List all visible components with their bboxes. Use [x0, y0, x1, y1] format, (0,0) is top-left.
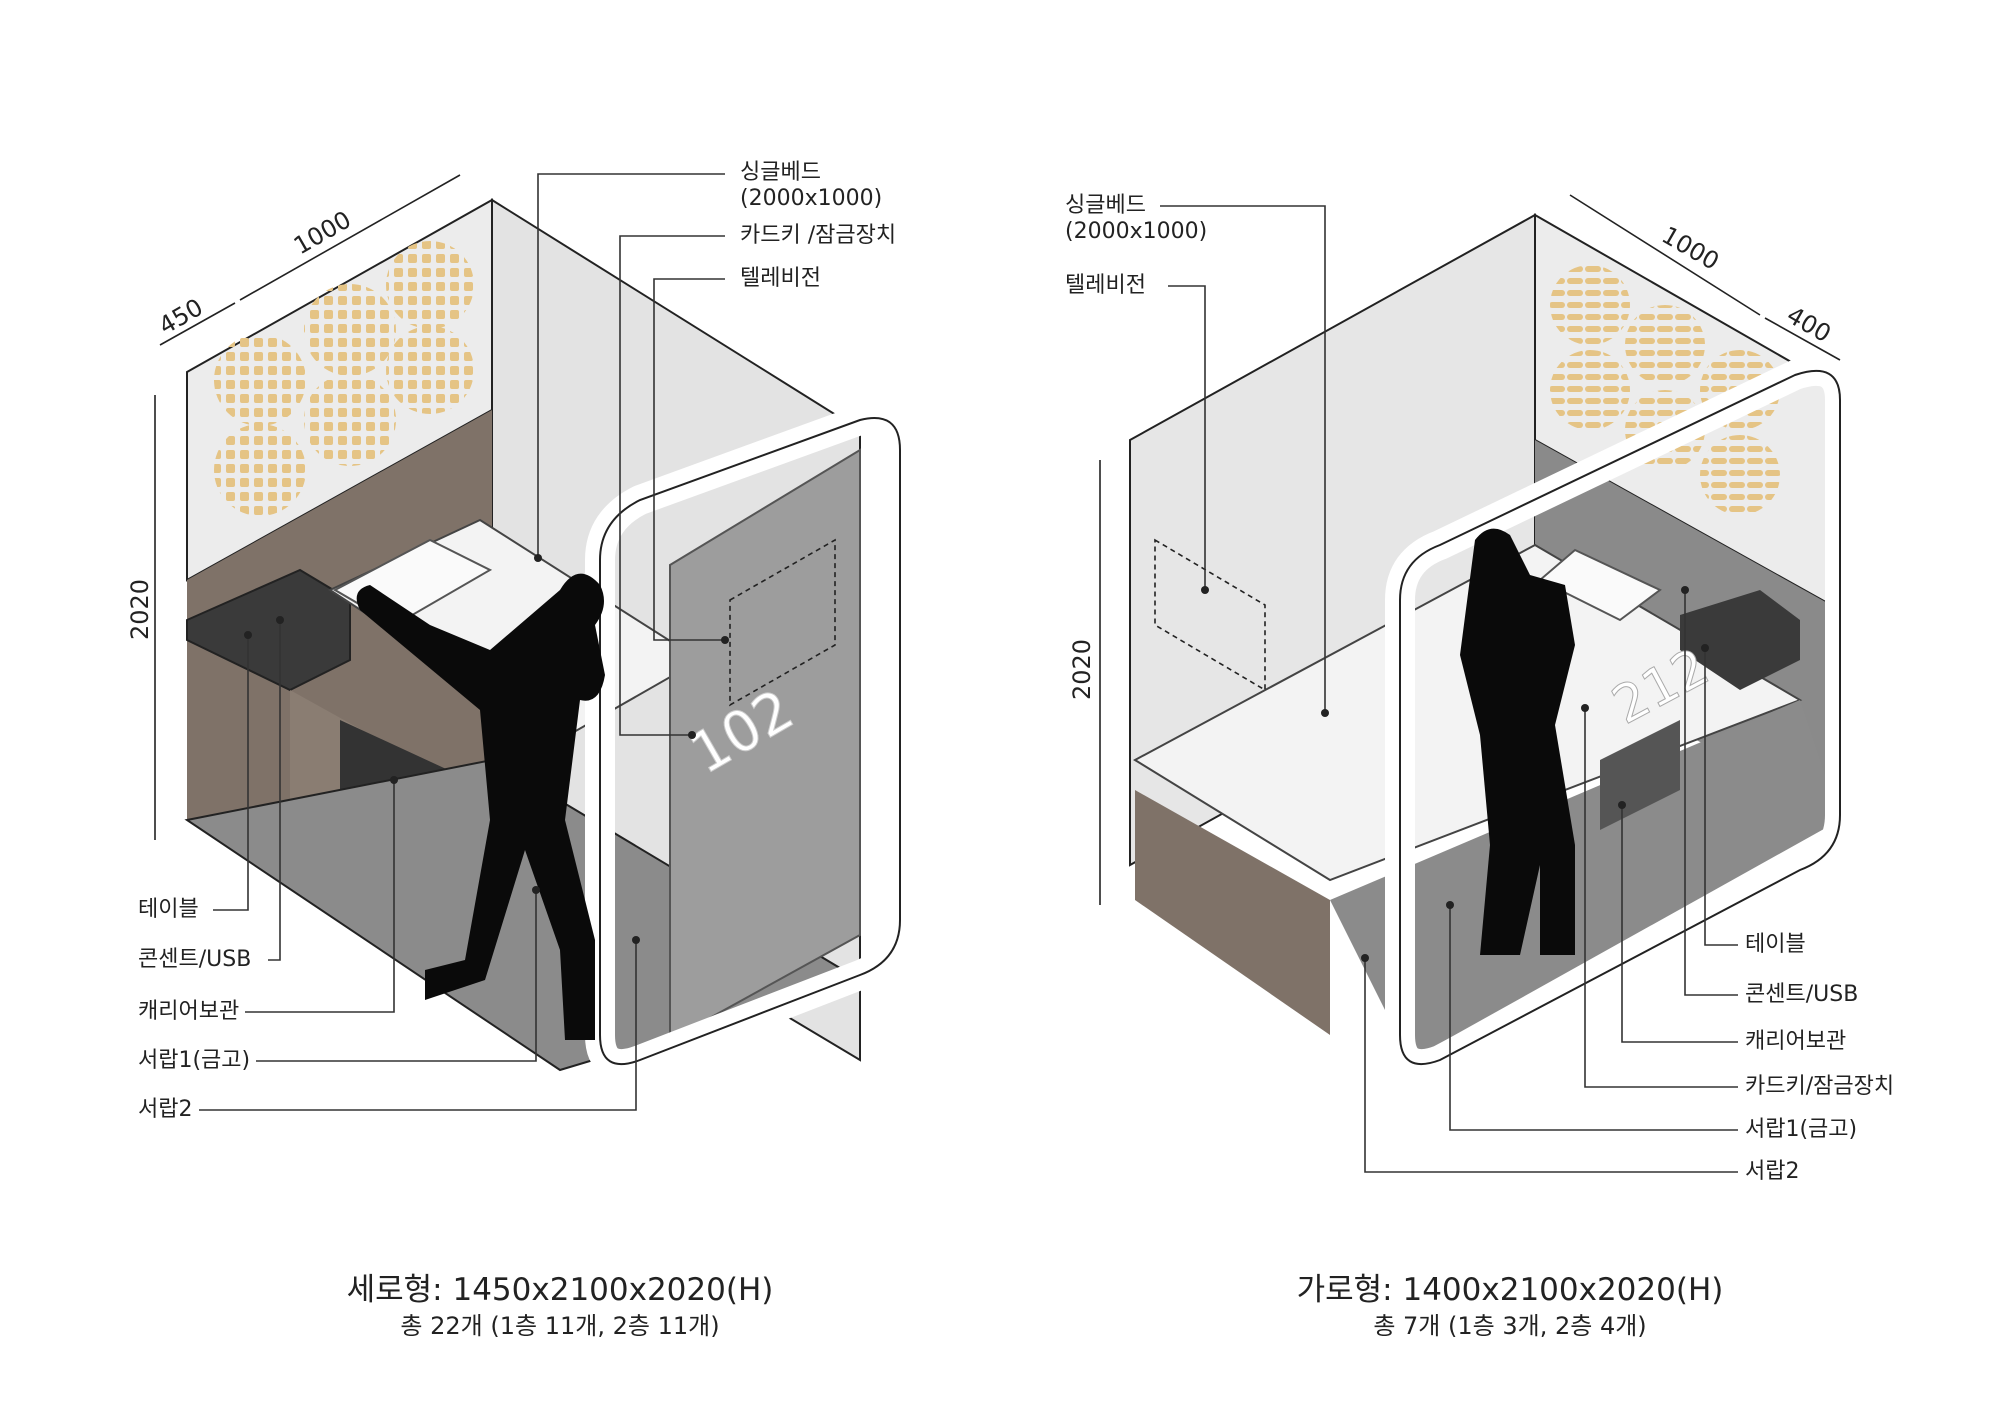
right-dim-1000: 1000 — [1657, 221, 1724, 276]
right-label-outlet-usb: 콘센트/USB — [1745, 982, 1859, 1007]
left-label-single-bed: 싱글베드 (2000x1000) — [740, 160, 882, 212]
left-caption: 세로형: 1450x2100x2020(H) 총 22개 (1층 11개, 2층… — [300, 1270, 820, 1342]
right-caption: 가로형: 1400x2100x2020(H) 총 7개 (1층 3개, 2층 4… — [1250, 1270, 1770, 1342]
right-bed-side — [1135, 790, 1330, 1035]
left-module — [184, 198, 915, 1079]
right-dimensions — [1099, 194, 1841, 905]
left-caption-title: 세로형: 1450x2100x2020(H) — [346, 1272, 774, 1308]
right-label-carrier-storage: 캐리어보관 — [1745, 1029, 1847, 1054]
left-door — [669, 448, 861, 1042]
right-label-single-bed-line2: (2000x1000) — [1065, 219, 1208, 244]
right-label-single-bed: 싱글베드 (2000x1000) — [1065, 193, 1207, 245]
left-label-television: 텔레비전 — [740, 266, 821, 291]
left-label-carrier-storage: 캐리어보관 — [138, 999, 240, 1024]
left-dim-1000: 1000 — [289, 205, 356, 260]
right-caption-title: 가로형: 1400x2100x2020(H) — [1296, 1272, 1724, 1308]
left-label-table: 테이블 — [138, 897, 199, 922]
right-label-single-bed-line1: 싱글베드 — [1065, 193, 1146, 218]
left-dim-2020: 2020 — [126, 579, 154, 640]
left-label-outlet-usb: 콘센트/USB — [138, 947, 252, 972]
left-dimensions — [154, 174, 461, 840]
left-person-silhouette — [356, 573, 605, 1040]
left-label-single-bed-line1: 싱글베드 — [740, 160, 821, 185]
right-label-television: 텔레비전 — [1065, 273, 1146, 298]
right-label-drawer1: 서랍1(금고) — [1745, 1117, 1858, 1142]
right-label-drawer2: 서랍2 — [1745, 1159, 1800, 1184]
right-caption-subtitle: 총 7개 (1층 3개, 2층 4개) — [1373, 1312, 1647, 1340]
right-leaders — [1160, 205, 1738, 1173]
right-desk — [1680, 590, 1800, 690]
right-person-silhouette — [1460, 528, 1575, 955]
right-label-table: 테이블 — [1745, 932, 1806, 957]
left-leaders — [199, 173, 729, 1111]
right-dim-400: 400 — [1782, 301, 1836, 348]
left-caption-subtitle: 총 22개 (1층 11개, 2층 11개) — [400, 1312, 720, 1340]
left-label-single-bed-line2: (2000x1000) — [740, 186, 883, 211]
right-pillow — [1538, 548, 1662, 622]
right-dim-2020: 2020 — [1068, 639, 1096, 700]
right-module — [1129, 213, 1855, 1079]
left-label-drawer1: 서랍1(금고) — [138, 1048, 251, 1073]
right-label-card-key: 카드키/잠금장치 — [1745, 1074, 1895, 1099]
left-desk — [186, 568, 351, 692]
left-label-drawer2: 서랍2 — [138, 1097, 193, 1122]
left-label-card-key: 카드키 /잠금장치 — [740, 223, 897, 248]
left-pattern-panel — [214, 241, 474, 516]
right-tv — [1154, 538, 1266, 692]
left-tv — [729, 538, 836, 707]
